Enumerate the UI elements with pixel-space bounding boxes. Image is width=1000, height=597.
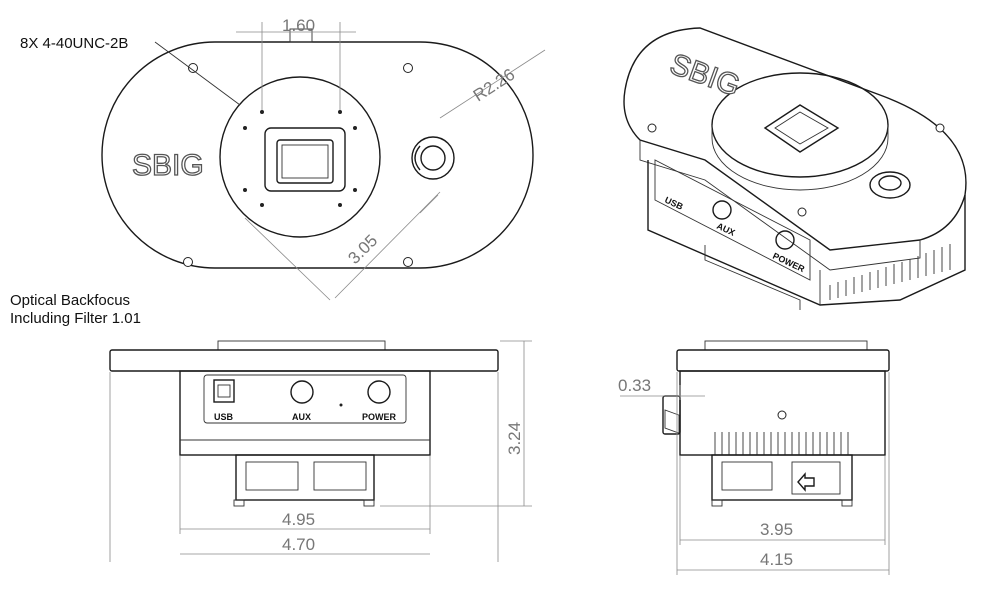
dim-text: 1.60 (282, 16, 315, 35)
dim-width-outer: 4.70 (109, 372, 499, 562)
iso-aux-port (712, 200, 732, 220)
dim-text: 0.33 (618, 376, 651, 395)
side-release (791, 461, 841, 495)
screw-hole (403, 63, 413, 73)
front-view: Optical Backfocus Including Filter 1.01 … (10, 292, 532, 562)
front-power-label: POWER (362, 412, 397, 422)
logo-iso: SBIG (666, 48, 745, 104)
iso-view: USB AUX POWER SBIG (623, 27, 967, 434)
backfocus-line2: Including Filter 1.01 (10, 310, 141, 327)
screw-hole (188, 63, 198, 73)
sensor-chip (281, 144, 329, 179)
tapped-hole (243, 188, 247, 192)
tapped-hole (353, 188, 357, 192)
dim-text: 4.15 (760, 550, 793, 569)
front-usb-label: USB (214, 412, 234, 422)
side-view: 0.33 3.95 4.15 (618, 340, 890, 575)
front-top-boss (217, 340, 386, 351)
screw-hole (935, 123, 945, 133)
front-top-plate (109, 349, 499, 372)
dim-depth-outer: 4.15 (676, 372, 890, 575)
screw-hole (797, 207, 807, 217)
side-bottom-block (711, 454, 853, 501)
tapped-hole (260, 203, 264, 207)
power-port (367, 380, 391, 404)
screw-hole (183, 257, 193, 267)
dim-text: R2.26 (470, 65, 518, 106)
side-top-boss (704, 340, 868, 351)
iso-port-panel (654, 159, 811, 281)
screw-hole (647, 123, 657, 133)
iso-top-plate (623, 27, 967, 251)
side-cooling-fins (714, 432, 849, 455)
dim-depth-inner: 3.95 (679, 456, 886, 545)
tapped-hole (353, 126, 357, 130)
front-latch (313, 461, 367, 491)
side-hole (777, 410, 787, 420)
tapped-hole (338, 203, 342, 207)
dim-text: 3.05 (344, 231, 381, 268)
tapped-hole (243, 126, 247, 130)
front-aux-label: AUX (292, 412, 311, 422)
dim-bolt-spacing: 1.60 (236, 16, 356, 110)
iso-mount-ring (711, 72, 889, 178)
dim-height: 3.24 (380, 340, 532, 507)
front-latch (245, 461, 299, 491)
mount-circle (219, 76, 381, 238)
front-port-panel (203, 374, 407, 424)
tilt-knob (411, 136, 455, 180)
tapped-hole (338, 110, 342, 114)
dim-side-offset: 0.33 (618, 376, 705, 400)
iso-bottom (704, 245, 801, 310)
side-latch (721, 461, 773, 491)
tapped-hole (260, 110, 264, 114)
release-arrow-icon (797, 472, 815, 492)
dim-text: 3.24 (505, 422, 524, 455)
top-view-outline (101, 41, 534, 269)
sensor-window (276, 139, 334, 184)
iso-power-port (775, 230, 795, 250)
backfocus-line1: Optical Backfocus (10, 292, 130, 309)
iso-knob (869, 171, 911, 199)
thread-callout: 8X 4-40UNC-2B (20, 35, 241, 106)
iso-sensor (763, 104, 840, 153)
top-view: SBIG 1.60 8X 4-40UNC-2B R2.26 (20, 16, 546, 301)
status-led (339, 403, 343, 407)
dim-radius: R2.26 (439, 49, 546, 119)
tapped-holes (243, 110, 357, 207)
logo-top: SBIG (132, 149, 204, 182)
thread-spec-label: 8X 4-40UNC-2B (20, 35, 128, 52)
iso-body (647, 160, 966, 306)
sensor-housing (264, 127, 346, 192)
top-boss (289, 28, 313, 43)
dim-width-inner: 4.95 (179, 456, 431, 534)
aux-port (290, 380, 314, 404)
iso-cooling-fins (829, 244, 951, 300)
dim-diagonal: 3.05 (244, 191, 441, 301)
side-top-plate (676, 349, 890, 372)
dim-text: 4.95 (282, 510, 315, 529)
dim-text: 4.70 (282, 535, 315, 554)
screw-hole (403, 257, 413, 267)
dim-text: 3.95 (760, 520, 793, 539)
front-bottom-block (235, 454, 375, 501)
iso-aux-label: AUX (715, 221, 736, 238)
usb-port (213, 379, 235, 403)
